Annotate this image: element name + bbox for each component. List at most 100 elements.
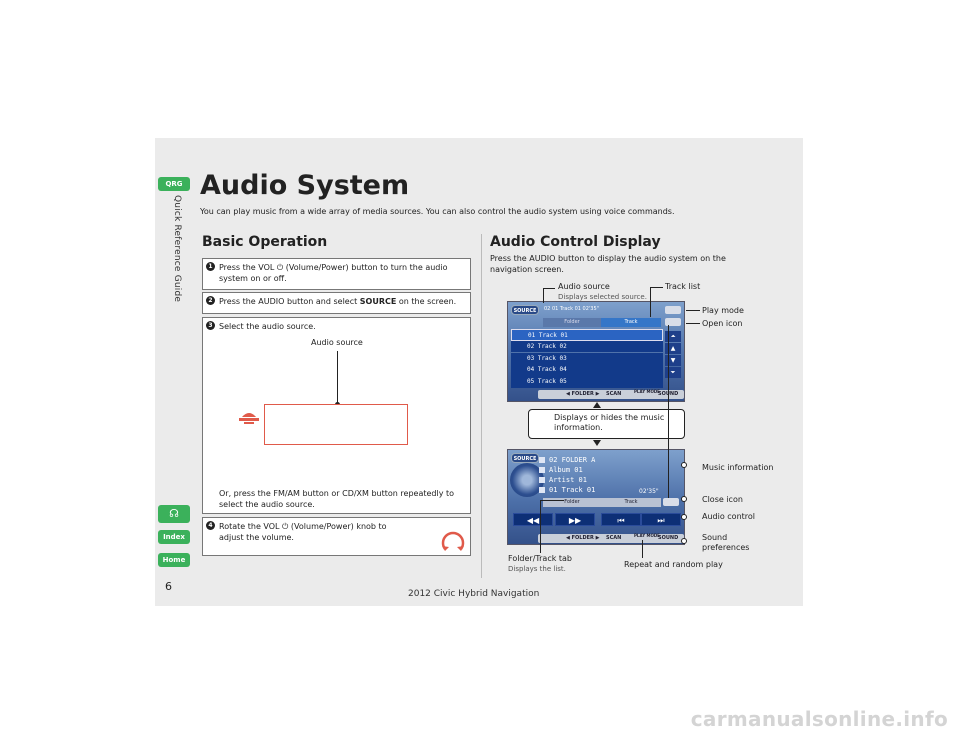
leader-line [686, 310, 700, 311]
track-list-screen: SOURCE 02 01 Track 01 02'35" Folder Trac… [507, 301, 685, 402]
audio-source-label: Audio source [311, 338, 363, 347]
play-mode-button[interactable]: PLAY MODE [634, 389, 660, 394]
page-title: Audio System [200, 170, 410, 201]
callout-dot [681, 538, 687, 544]
folder-button[interactable]: ◀ FOLDER ▶ [566, 535, 600, 541]
column-divider [481, 234, 482, 578]
track-time: 02'35" [639, 488, 659, 495]
artist-line: Artist 01 [539, 476, 587, 484]
leader-line [540, 500, 541, 553]
step-3: 3 Select the audio source. Audio source … [202, 317, 471, 514]
home-tab[interactable]: Home [158, 553, 190, 567]
leader-line [337, 351, 338, 404]
audio-source-icon [239, 413, 259, 424]
step-note: Or, press the FM/AM button or CD/XM butt… [219, 489, 455, 509]
track-item[interactable]: 02 Track 02 [511, 340, 663, 353]
leader-line [642, 540, 643, 558]
label-music-information: Music information [702, 463, 774, 472]
leader-line [540, 500, 564, 501]
page-up-icon[interactable]: ⏶ [665, 331, 681, 342]
callout-dot [681, 514, 687, 520]
track-item[interactable]: 04 Track 04 [511, 364, 663, 376]
arrow-down-icon [593, 440, 601, 446]
tab-folder[interactable]: Folder [543, 318, 601, 327]
music-info-callout: Displays or hides the music information. [528, 409, 685, 439]
tab-track[interactable]: Track [601, 498, 661, 507]
step-text: Press the AUDIO button and select SOURCE… [219, 297, 457, 306]
track-item[interactable]: 03 Track 03 [511, 352, 663, 365]
track-line: 01 Track 01 [539, 486, 595, 494]
voice-command-icon[interactable]: ☊ [158, 505, 190, 523]
audio-control-heading: Audio Control Display [490, 234, 661, 250]
qrg-tab[interactable]: QRG [158, 177, 190, 191]
step-1: 1 Press the VOL ⏻ (Volume/Power) button … [202, 258, 471, 290]
list-scroll-buttons: ⏶ ▲ ▼ ⏷ [665, 331, 681, 379]
label-audio-source: Audio source Displays selected source. [558, 282, 647, 301]
album-line: Album 01 [539, 466, 583, 474]
disc-icon [510, 463, 544, 497]
scroll-down-icon[interactable]: ▼ [665, 355, 681, 366]
track-item[interactable]: 01 Track 01 [511, 329, 663, 341]
scan-button[interactable]: SCAN [606, 391, 622, 397]
label-close-icon: Close icon [702, 495, 743, 504]
step-text: Press the VOL ⏻ (Volume/Power) button to… [219, 263, 448, 283]
label-folder-track-tab: Folder/Track tab Displays the list. [508, 554, 573, 573]
sound-button[interactable]: SOUND [658, 535, 679, 541]
leader-line [543, 288, 555, 289]
arrow-up-icon [593, 402, 601, 408]
leader-line [650, 287, 663, 288]
leader-line [686, 323, 700, 324]
next-track-button[interactable]: ⏭ [641, 513, 681, 526]
basic-operation-heading: Basic Operation [202, 234, 328, 250]
label-repeat-random: Repeat and random play [624, 560, 723, 569]
step-text: Select the audio source. [219, 322, 316, 331]
close-icon[interactable] [663, 498, 679, 506]
tab-track[interactable]: Track [601, 318, 661, 327]
bottom-bar: ◀ FOLDER ▶ SCAN PLAY MODE SOUND [538, 533, 684, 543]
leader-line [543, 288, 544, 303]
scan-button[interactable]: SCAN [606, 535, 622, 541]
step-2: 2 Press the AUDIO button and select SOUR… [202, 292, 471, 314]
previous-track-button[interactable]: ⏮ [601, 513, 641, 526]
play-mode-icon[interactable] [665, 306, 681, 314]
source-button[interactable]: SOURCE [511, 305, 539, 315]
bottom-bar: ◀ FOLDER ▶ SCAN PLAY MODE SOUND [538, 389, 684, 399]
leader-line [668, 325, 669, 498]
source-button[interactable]: SOURCE [511, 453, 539, 463]
step-number: 3 [206, 321, 215, 330]
folder-button[interactable]: ◀ FOLDER ▶ [566, 391, 600, 397]
music-info-screen: SOURCE 02 FOLDER A Album 01 Artist 01 01… [507, 449, 685, 545]
callout-dot [681, 462, 687, 468]
index-tab[interactable]: Index [158, 530, 190, 544]
acd-description: Press the AUDIO button to display the au… [490, 254, 726, 274]
page-number: 6 [165, 580, 172, 593]
open-icon[interactable] [665, 318, 681, 326]
label-track-list: Track list [665, 282, 701, 291]
intro-text: You can play music from a wide array of … [200, 207, 675, 216]
rewind-button[interactable]: ◀◀ [513, 513, 553, 526]
label-sound-preferences: Sound preferences [702, 533, 750, 552]
callout-dot [681, 496, 687, 502]
step-4: 4 Rotate the VOL ⏻ (Volume/Power) knob t… [202, 517, 471, 556]
page-down-icon[interactable]: ⏷ [665, 367, 681, 378]
step-number: 2 [206, 296, 215, 305]
label-play-mode: Play mode [702, 306, 744, 315]
source-keyword: SOURCE [359, 297, 397, 306]
scroll-up-icon[interactable]: ▲ [665, 343, 681, 354]
step-number: 1 [206, 262, 215, 271]
folder-line: 02 FOLDER A [539, 456, 595, 464]
tab-folder[interactable]: Folder [543, 498, 601, 507]
label-open-icon: Open icon [702, 319, 743, 328]
track-item[interactable]: 05 Track 05 [511, 376, 663, 388]
audio-controls: ◀◀ ▶▶ ⏮ ⏭ [511, 513, 681, 527]
watermark: carmanualsonline.info [690, 707, 948, 731]
label-audio-control: Audio control [702, 512, 756, 521]
fast-forward-button[interactable]: ▶▶ [555, 513, 595, 526]
play-mode-button[interactable]: PLAY MODE [634, 533, 660, 538]
leader-line [650, 287, 651, 317]
footer-text: 2012 Civic Hybrid Navigation [408, 589, 540, 599]
step-number: 4 [206, 521, 215, 530]
folder-track-tabs: Folder Track [543, 318, 661, 327]
section-title-vertical: Quick Reference Guide [172, 195, 182, 303]
step-text: Rotate the VOL ⏻ (Volume/Power) knob to … [219, 522, 387, 542]
